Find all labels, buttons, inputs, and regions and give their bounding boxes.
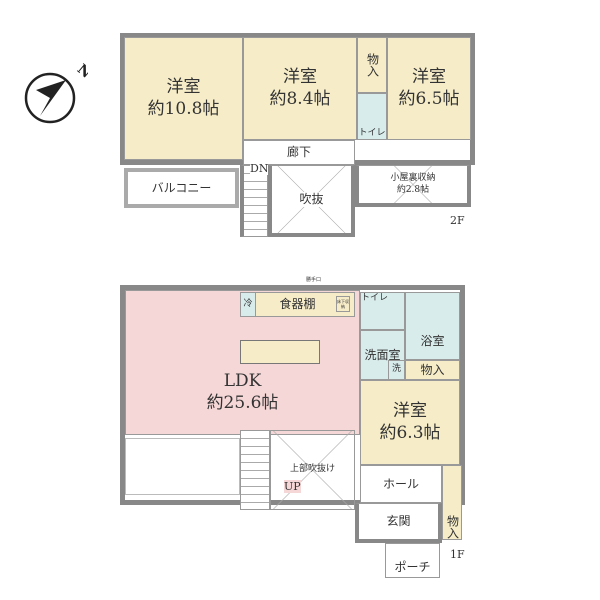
loft-storage: 小屋裏収納約2.8帖 xyxy=(355,165,471,207)
floor-2f-label: 2F xyxy=(450,214,465,227)
room-name: 洗 xyxy=(391,364,401,375)
room-name: 物入 xyxy=(445,515,460,539)
room-name: 小屋裏収納 xyxy=(390,173,436,184)
porch: ポーチ xyxy=(385,543,440,578)
room-name: トイレ xyxy=(361,293,389,303)
room-name: 洗面室 xyxy=(364,347,401,362)
washer: 洗 xyxy=(388,360,405,380)
room-size: 約10.8帖 xyxy=(147,98,220,119)
stairs-dn-label: DN xyxy=(250,162,269,175)
entrance: 玄関 xyxy=(355,503,442,543)
toilet-2f: トイレ xyxy=(357,93,387,140)
fridge: 冷 xyxy=(240,292,256,317)
room-western-6-3: 洋室約6.3帖 xyxy=(360,380,460,465)
room-name: 玄関 xyxy=(386,514,411,528)
floor-1f-label: 1F xyxy=(450,548,465,561)
compass-label: N xyxy=(74,61,88,82)
toilet-1f: トイレ xyxy=(360,292,405,330)
room-name: 床下収納 xyxy=(337,299,349,309)
room-western-10-8: 洋室約10.8帖 xyxy=(124,37,243,160)
closet-1f-b: 物入 xyxy=(442,465,462,540)
room-name: 物入 xyxy=(365,53,380,77)
stairs-2f xyxy=(240,165,268,237)
room-name: トイレ xyxy=(358,127,386,138)
room-name: 洋室 xyxy=(412,67,446,88)
void-above-1f: 上部吹抜け xyxy=(270,430,355,510)
room-size: 約2.8帖 xyxy=(396,184,430,195)
bathroom: 浴室 xyxy=(405,292,460,360)
kitchen-island xyxy=(240,340,320,364)
room-name: ホール xyxy=(382,476,419,491)
washroom: 洗面室 xyxy=(360,330,405,380)
underfloor-storage: 床下収納 xyxy=(336,296,350,312)
stairs-up-label: UP xyxy=(284,480,301,493)
room-western-8-4: 洋室約8.4帖 xyxy=(243,37,357,140)
closet-1f-a: 物入 xyxy=(405,360,460,380)
room-name: 洋室 xyxy=(283,67,317,88)
hallway-2f: 廊下 xyxy=(243,140,355,165)
balcony-2f: バルコニー xyxy=(124,168,239,208)
deck xyxy=(125,438,240,495)
room-name: 上部吹抜け xyxy=(289,464,335,475)
room-name: 吹抜 xyxy=(299,192,324,207)
room-name: 廊下 xyxy=(286,145,311,159)
room-name: 食器棚 xyxy=(279,297,316,311)
room-name: 洋室 xyxy=(393,401,427,422)
stairs-1f xyxy=(240,430,270,510)
room-name: 洋室 xyxy=(166,77,201,98)
void-2f: 吹抜 xyxy=(268,165,355,237)
room-size: 約25.6帖 xyxy=(206,392,279,413)
room-name: 物入 xyxy=(420,362,445,377)
room-size: 約6.3帖 xyxy=(379,422,441,443)
hall: ホール xyxy=(360,465,442,503)
compass-north-icon: N xyxy=(24,61,88,124)
room-size: 約8.4帖 xyxy=(269,88,331,109)
room-western-6-5: 洋室約6.5帖 xyxy=(387,37,471,140)
room-name: ポーチ xyxy=(394,560,431,574)
room-name: バルコニー xyxy=(151,180,212,195)
back-door-label: 勝手口 xyxy=(306,277,322,283)
room-size: 約6.5帖 xyxy=(398,88,460,109)
room-name: 浴室 xyxy=(420,333,445,348)
room-name: LDK xyxy=(223,371,262,392)
room-name: 冷 xyxy=(243,298,253,309)
closet-2f: 物入 xyxy=(357,37,387,93)
